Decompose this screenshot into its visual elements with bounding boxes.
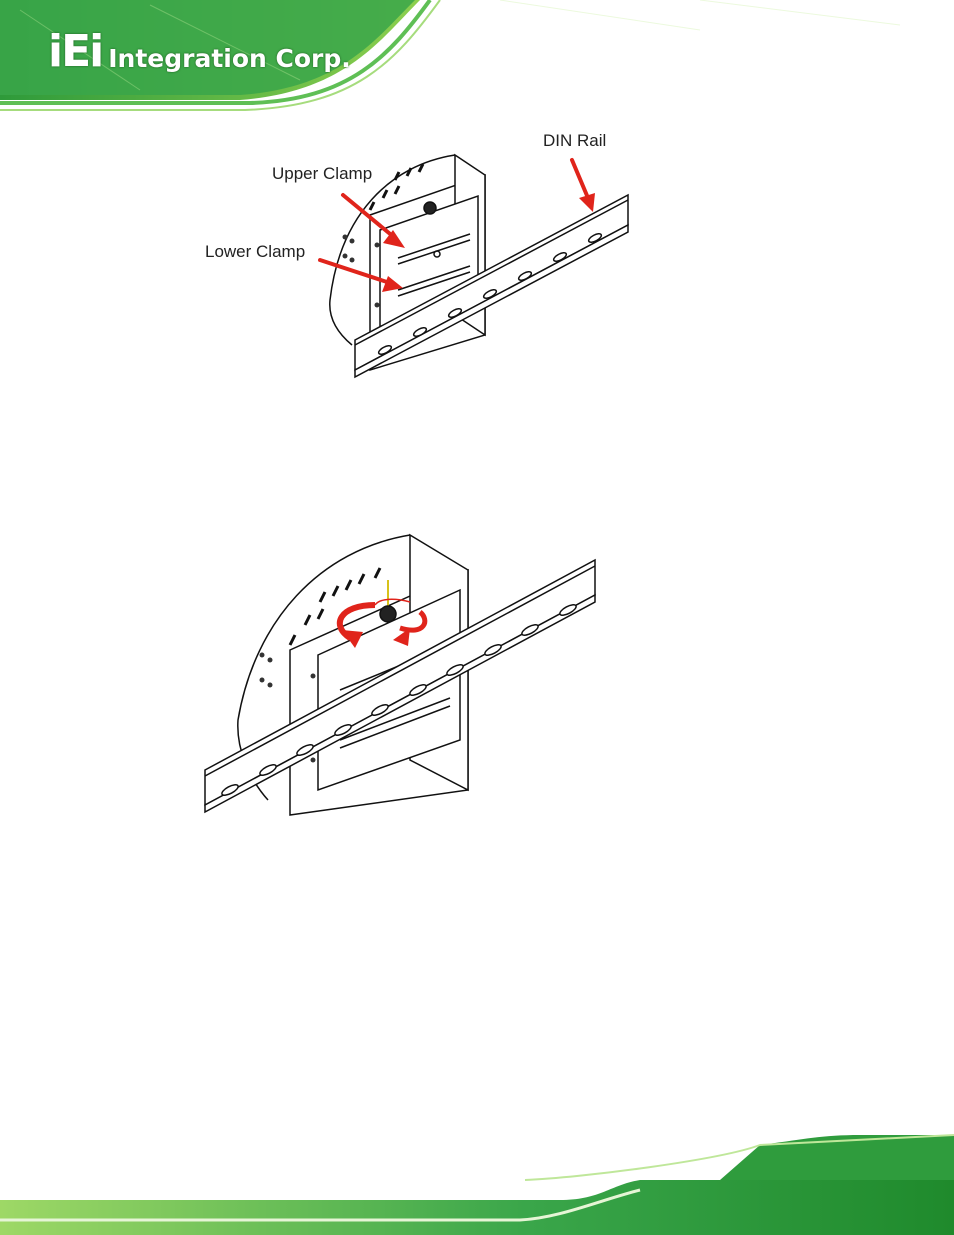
footer-banner — [0, 0, 954, 1235]
